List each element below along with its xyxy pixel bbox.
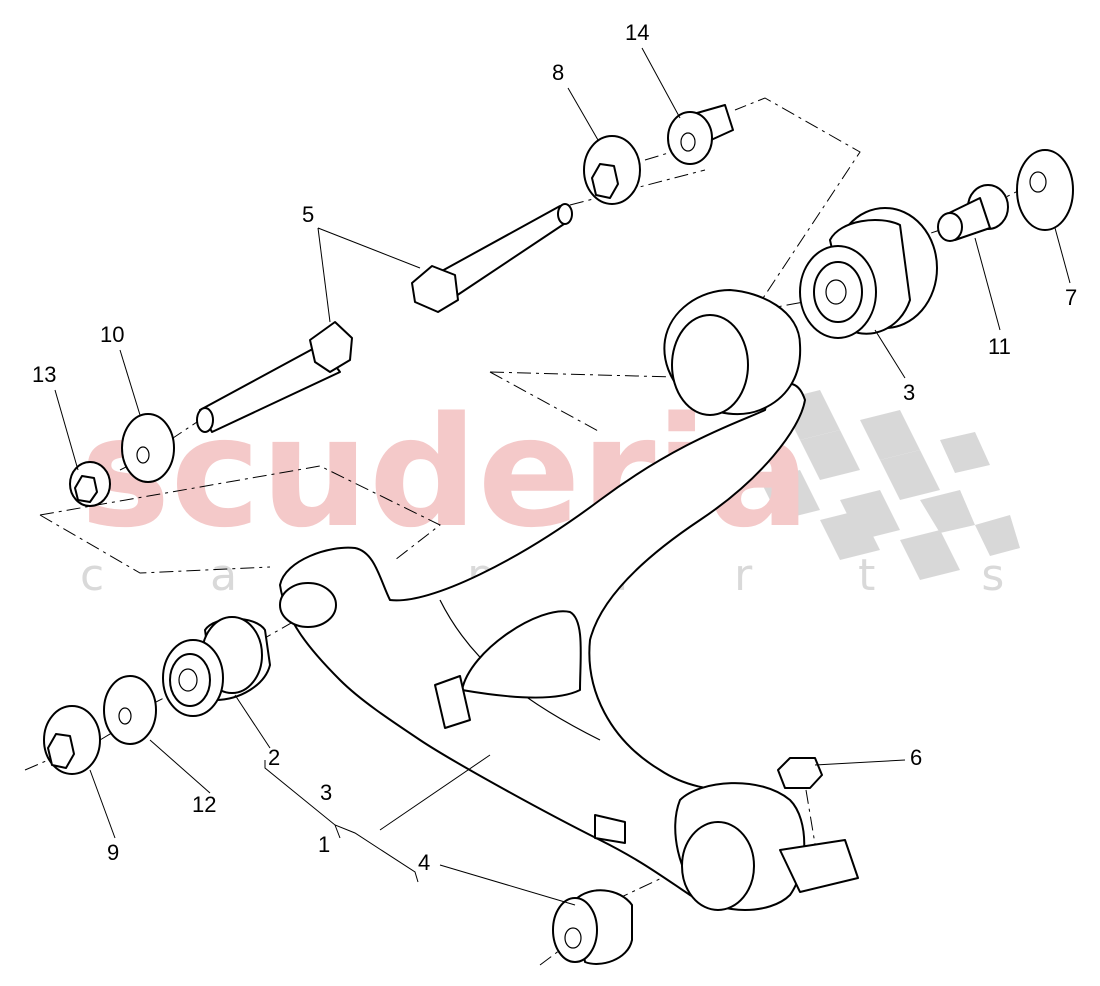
- sleeve-top: [667, 104, 734, 165]
- callout-14: 14: [625, 20, 649, 45]
- callout-5: 5: [302, 202, 314, 227]
- nut-front-small: [69, 461, 111, 507]
- callout-8: 8: [552, 60, 564, 85]
- control-arm: [279, 289, 859, 911]
- nut-front: [43, 705, 101, 775]
- bush-balljoint: [552, 889, 633, 965]
- assembly-axes: [24, 97, 1021, 966]
- bush-front: [162, 616, 271, 717]
- washer-front-inner: [103, 675, 157, 745]
- bolt-rear: [411, 203, 573, 313]
- callout-3-rear: 3: [903, 380, 915, 405]
- callout-2: 2: [268, 745, 280, 770]
- callout-4: 4: [418, 850, 430, 875]
- callout-11: 11: [988, 334, 1011, 359]
- watermark-flag: [760, 390, 1020, 580]
- callout-6: 6: [910, 745, 922, 770]
- callout-3-front: 3: [320, 780, 332, 805]
- callout-12: 12: [192, 792, 216, 817]
- nut-rear: [583, 135, 641, 205]
- sleeve-rear: [937, 184, 1009, 242]
- callout-7: 7: [1065, 285, 1077, 310]
- callout-9: 9: [107, 840, 119, 865]
- nut-balljoint: [777, 757, 823, 789]
- washer-front: [121, 413, 175, 483]
- bolt-front: [196, 321, 353, 433]
- callout-1: 1: [318, 832, 330, 857]
- leader-lines: [54, 47, 1071, 906]
- callout-labels: 14 8 5 10 13 7 11 3 2 3 12 6 1 9 4: [32, 20, 1077, 875]
- bush-rear: [799, 207, 938, 339]
- callout-13: 13: [32, 362, 56, 387]
- callout-10: 10: [100, 322, 124, 347]
- washer-rear-outer: [1016, 149, 1074, 231]
